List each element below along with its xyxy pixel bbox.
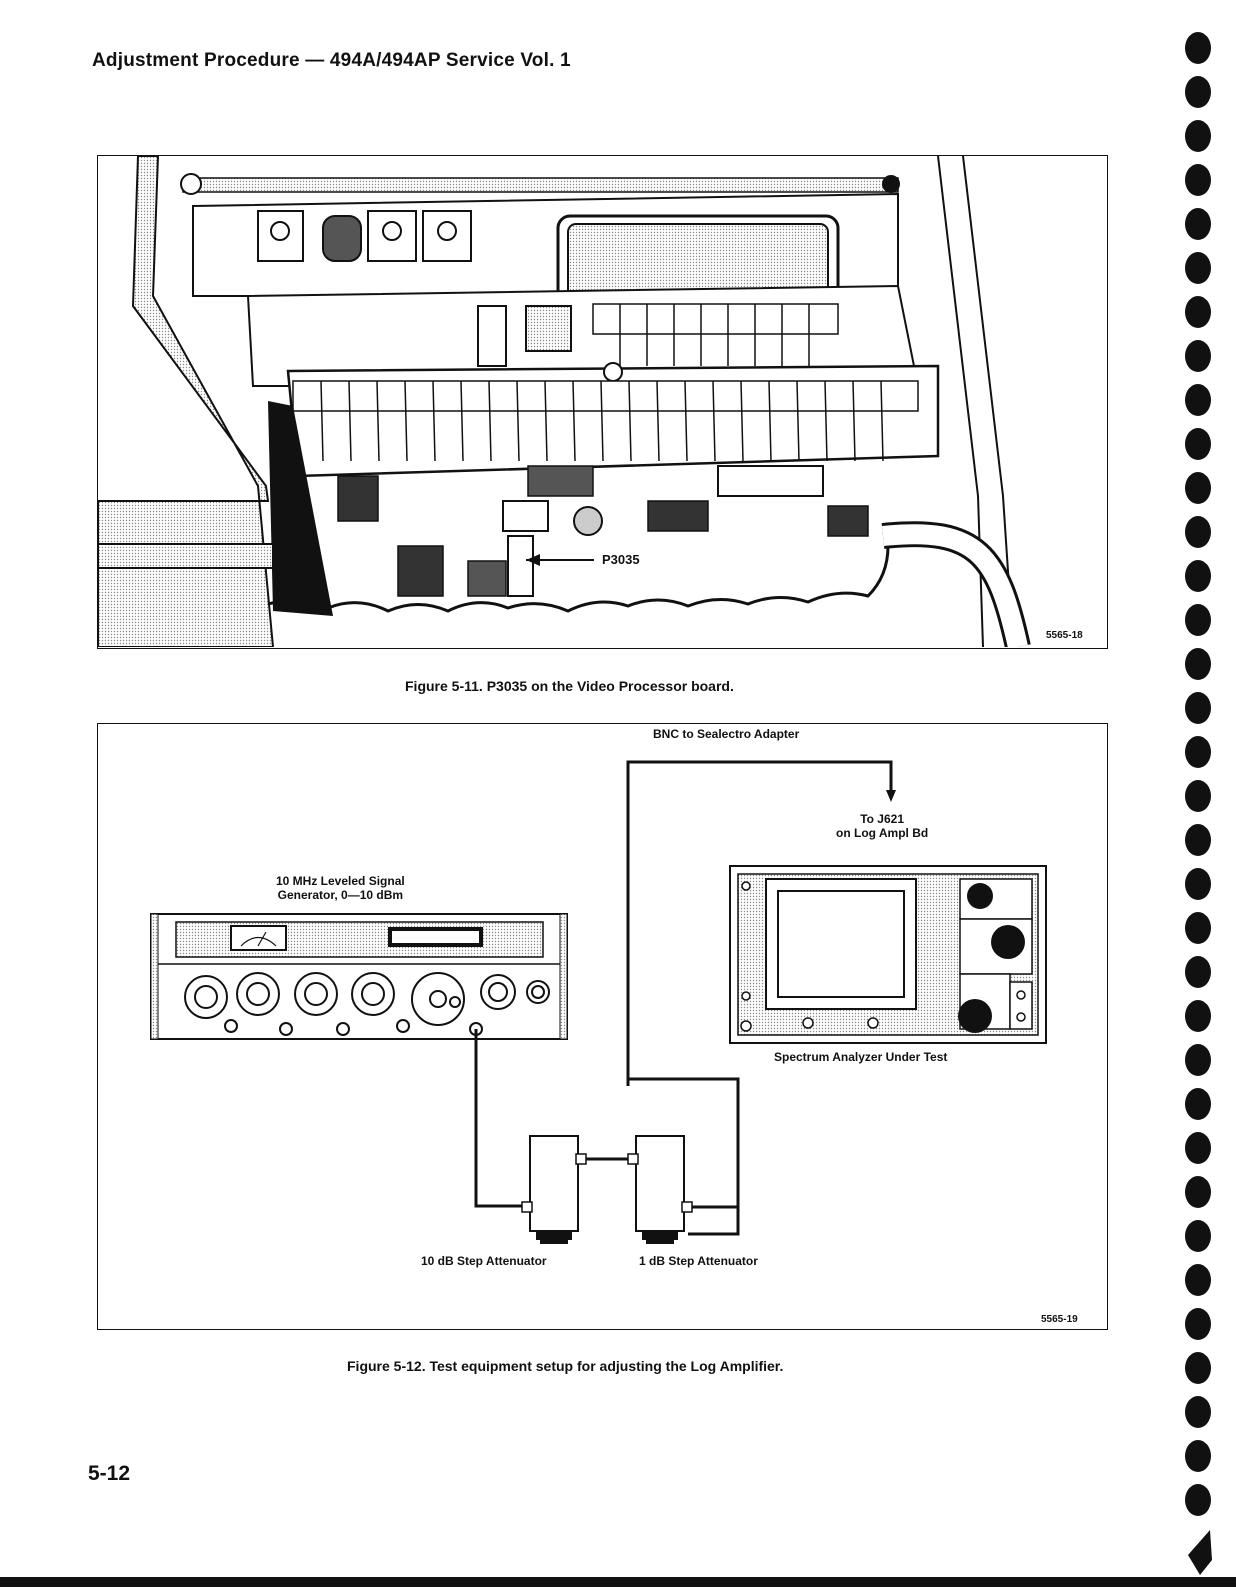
page-header: Adjustment Procedure — 494A/494AP Servic… xyxy=(92,50,571,71)
figure-id: 5565-19 xyxy=(1041,1314,1078,1325)
step-attenuator-1db xyxy=(627,1135,693,1244)
p3035-callout: P3035 xyxy=(602,552,640,567)
figure-5-12: BNC to Sealectro Adapter To J621 on Log … xyxy=(97,723,1108,1330)
atten-10db-label: 10 dB Step Attenuator xyxy=(421,1254,547,1268)
circuit-board-illustration xyxy=(98,156,1106,647)
generator-label: 10 MHz Leveled Signal Generator, 0—10 dB… xyxy=(276,874,405,902)
generator-line1: 10 MHz Leveled Signal xyxy=(276,874,405,888)
to-j621-label: To J621 on Log Ampl Bd xyxy=(836,812,928,840)
figure-id: 5565-18 xyxy=(1046,630,1083,641)
bottom-edge xyxy=(0,1577,1236,1587)
adapter-label: BNC to Sealectro Adapter xyxy=(653,727,800,741)
figure-5-11: P3035 5565-18 xyxy=(97,155,1108,649)
binding-holes xyxy=(1185,32,1212,1575)
step-attenuator-10db xyxy=(521,1135,587,1244)
to-j621-line1: To J621 xyxy=(860,812,904,826)
page-number: 5-12 xyxy=(88,1462,131,1485)
analyzer-label: Spectrum Analyzer Under Test xyxy=(774,1050,948,1064)
generator-line2: Generator, 0—10 dBm xyxy=(277,888,404,902)
figure-caption: Figure 5-11. P3035 on the Video Processo… xyxy=(405,678,734,694)
to-j621-line2: on Log Ampl Bd xyxy=(836,826,929,840)
test-setup-diagram xyxy=(150,760,1047,1244)
pot-row-middle xyxy=(592,303,839,366)
spectrum-analyzer xyxy=(729,865,1047,1044)
figure-caption: Figure 5-12. Test equipment setup for ad… xyxy=(347,1358,784,1374)
signal-generator xyxy=(150,913,568,1040)
atten-1db-label: 1 dB Step Attenuator xyxy=(639,1254,758,1268)
